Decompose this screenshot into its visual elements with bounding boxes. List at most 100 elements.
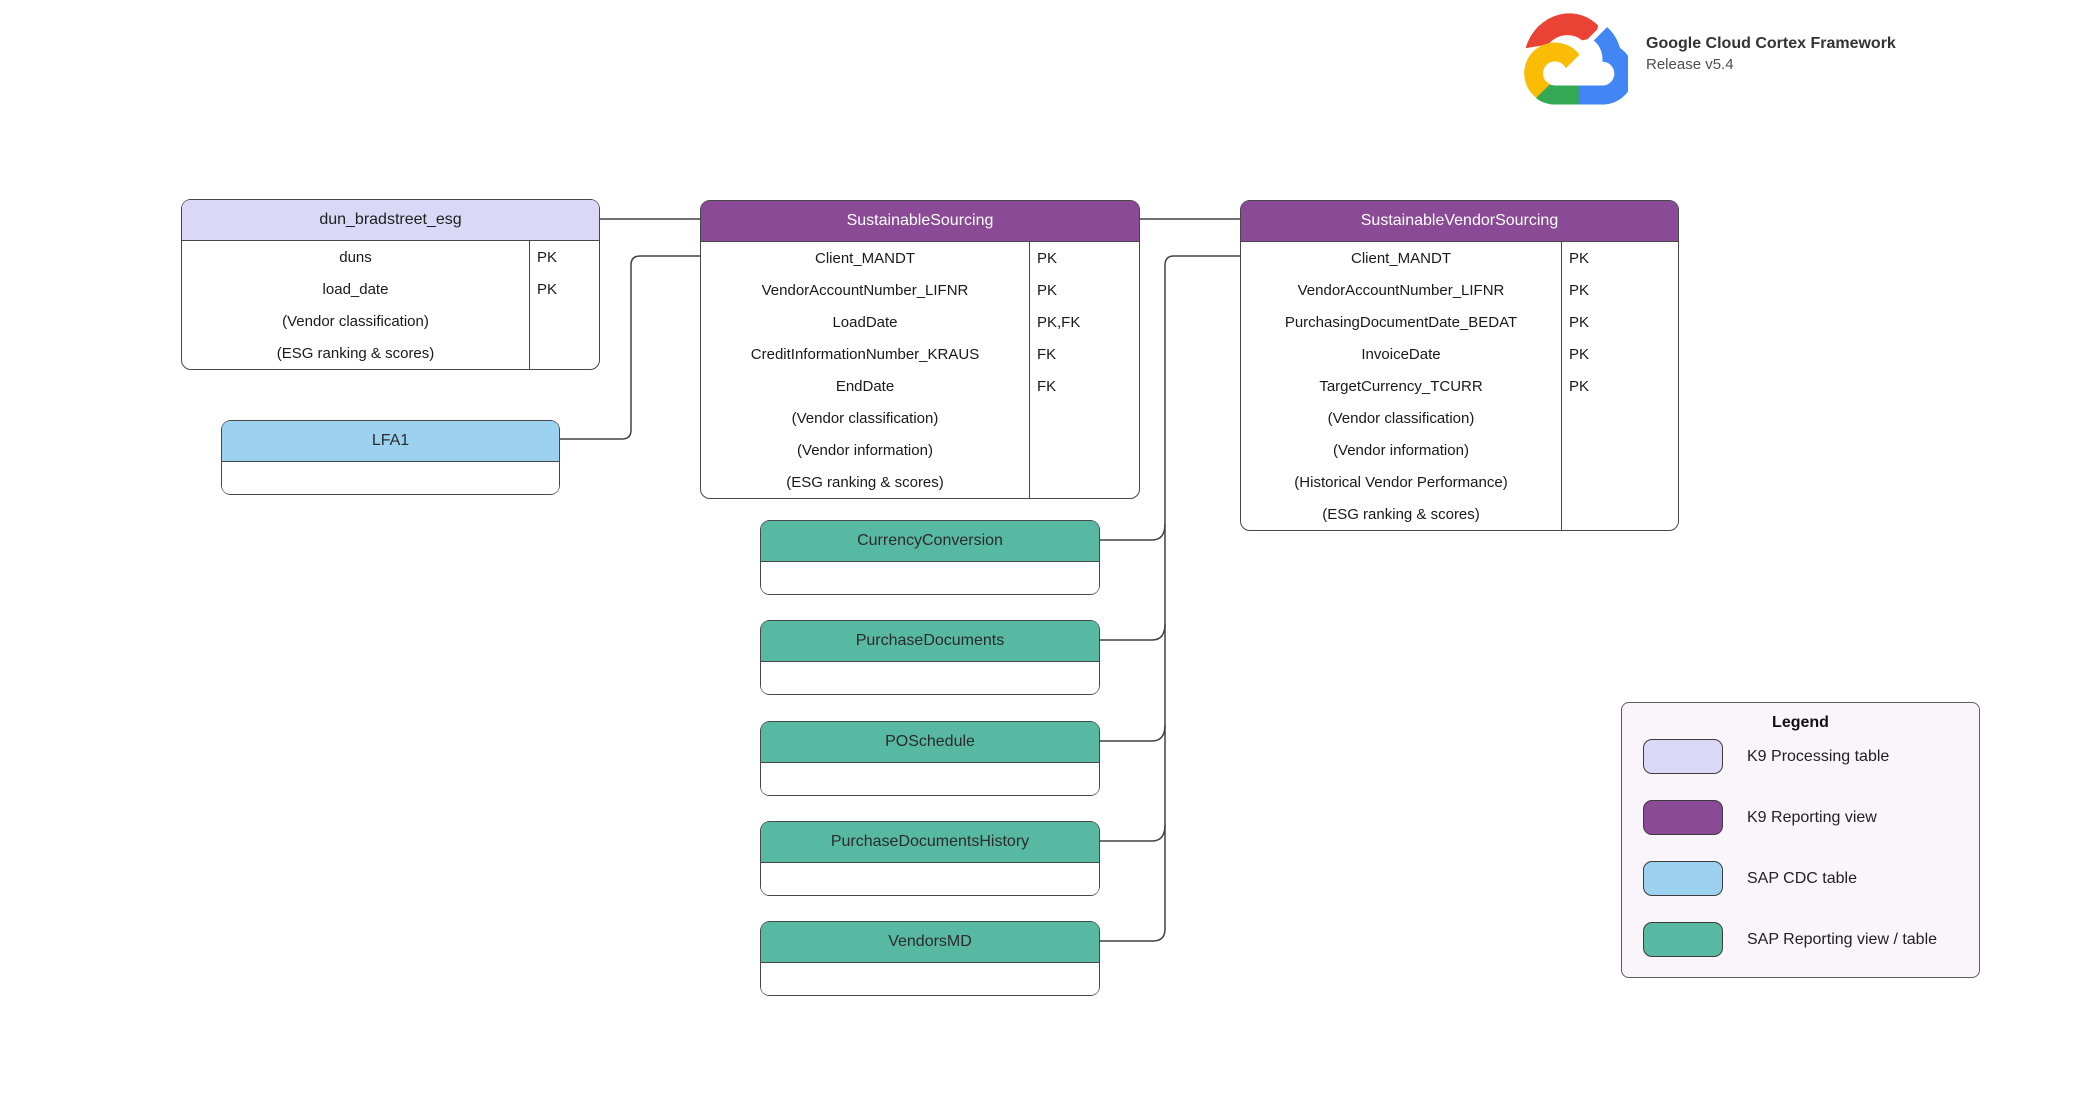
field-name: PurchasingDocumentDate_BEDAT (1284, 313, 1518, 331)
legend-item: SAP CDC table (1643, 861, 1979, 896)
table-header: CurrencyConversion (761, 521, 1099, 562)
field-name: (Vendor information) (1333, 441, 1469, 459)
table-row: (Vendor information) (701, 434, 1139, 466)
legend-item: K9 Processing table (1643, 739, 1979, 774)
table-row: LoadDate PK,FK (701, 306, 1139, 338)
key-flag (1029, 402, 1139, 434)
field-name: (Vendor classification) (282, 312, 429, 330)
field-name: (Vendor information) (797, 441, 933, 459)
field-name: (ESG ranking & scores) (786, 473, 944, 491)
key-flag: PK,FK (1029, 306, 1139, 338)
table-row: (Vendor classification) (1241, 402, 1678, 434)
brand-release-version: Release v5.4 (1646, 55, 1734, 73)
table-header: SustainableVendorSourcing (1241, 201, 1678, 242)
key-flag: PK (1561, 242, 1678, 274)
key-flag: PK (529, 241, 599, 273)
table-header: SustainableSourcing (701, 201, 1139, 242)
table-dun-bradstreet-esg: dun_bradstreet_esg duns PK load_date PK … (181, 199, 600, 370)
table-header: PurchaseDocumentsHistory (761, 822, 1099, 863)
brand-title: Google Cloud Cortex Framework (1646, 34, 1896, 52)
table-body-empty (761, 562, 1099, 594)
table-sustainablevendorsourcing: SustainableVendorSourcing Client_MANDT P… (1240, 200, 1679, 531)
table-title: LFA1 (371, 432, 410, 449)
table-title: SustainableVendorSourcing (1360, 212, 1559, 229)
table-header: LFA1 (222, 421, 559, 462)
table-row: (Vendor classification) (182, 305, 599, 337)
key-flag: PK (1029, 274, 1139, 306)
field-name: duns (339, 248, 372, 266)
legend-rows: K9 Processing table K9 Reporting view SA… (1622, 739, 1979, 957)
table-row: (Historical Vendor Performance) (1241, 466, 1678, 498)
legend-title: Legend (1772, 714, 1829, 731)
legend-item: SAP Reporting view / table (1643, 922, 1979, 957)
table-row: (Vendor classification) (701, 402, 1139, 434)
field-name: TargetCurrency_TCURR (1319, 377, 1483, 395)
table-body-empty (761, 763, 1099, 795)
table-row: Client_MANDT PK (701, 242, 1139, 274)
table-title: POSchedule (885, 733, 975, 750)
connector-trunk-to-vendorsmd (1100, 255, 1240, 942)
field-name: VendorAccountNumber_LIFNR (1297, 281, 1505, 299)
table-row: CreditInformationNumber_KRAUS FK (701, 338, 1139, 370)
field-name: EndDate (835, 377, 895, 395)
key-flag: FK (1029, 370, 1139, 402)
table-row: (Vendor information) (1241, 434, 1678, 466)
field-name: (Vendor classification) (1327, 409, 1475, 427)
key-flag: PK (1561, 338, 1678, 370)
table-row: (ESG ranking & scores) (182, 337, 599, 369)
table-row: TargetCurrency_TCURR PK (1241, 370, 1678, 402)
field-name: (ESG ranking & scores) (276, 344, 435, 362)
field-name: (Historical Vendor Performance) (1294, 473, 1508, 491)
table-body-empty (761, 963, 1099, 995)
key-flag: PK (529, 273, 599, 305)
table-header: dun_bradstreet_esg (182, 200, 599, 241)
table-row: InvoiceDate PK (1241, 338, 1678, 370)
table-title: CurrencyConversion (857, 532, 1003, 549)
legend-label: SAP CDC table (1747, 869, 1857, 887)
table-body-empty (761, 863, 1099, 895)
table-currencyconversion: CurrencyConversion (760, 520, 1100, 595)
legend: Legend K9 Processing table K9 Reporting … (1621, 702, 1980, 978)
key-flag: PK (1561, 370, 1678, 402)
table-title: dun_bradstreet_esg (319, 211, 462, 228)
field-name: (Vendor classification) (791, 409, 939, 427)
table-body: duns PK load_date PK (Vendor classificat… (182, 241, 599, 369)
key-flag (1029, 434, 1139, 466)
table-row: Client_MANDT PK (1241, 242, 1678, 274)
table-purchasedocuments: PurchaseDocuments (760, 620, 1100, 695)
table-body: Client_MANDT PK VendorAccountNumber_LIFN… (701, 242, 1139, 498)
table-vendorsmd: VendorsMD (760, 921, 1100, 996)
field-name: VendorAccountNumber_LIFNR (761, 281, 969, 299)
legend-swatch-sap-cdc-table (1643, 861, 1723, 896)
connector-purchasedocuments (1100, 623, 1166, 641)
key-flag: PK (1029, 242, 1139, 274)
connector-currencyconversion (1100, 523, 1166, 541)
table-lfa1: LFA1 (221, 420, 560, 495)
key-flag (1561, 402, 1678, 434)
table-title: PurchaseDocumentsHistory (830, 833, 1030, 850)
connector-purchasedocumentshistory (1100, 824, 1166, 842)
key-flag (1029, 466, 1139, 498)
table-header: POSchedule (761, 722, 1099, 763)
table-row: VendorAccountNumber_LIFNR PK (701, 274, 1139, 306)
field-name: LoadDate (832, 313, 898, 331)
legend-label: K9 Processing table (1747, 747, 1890, 765)
table-body: Client_MANDT PK VendorAccountNumber_LIFN… (1241, 242, 1678, 530)
key-flag (1561, 466, 1678, 498)
table-title: SustainableSourcing (846, 212, 994, 229)
table-row: load_date PK (182, 273, 599, 305)
legend-swatch-sap-reporting-view-table (1643, 922, 1723, 957)
table-body-empty (222, 462, 559, 494)
table-row: EndDate FK (701, 370, 1139, 402)
key-flag: PK (1561, 274, 1678, 306)
legend-swatch-k9-processing-table (1643, 739, 1723, 774)
legend-item: K9 Reporting view (1643, 800, 1979, 835)
google-cloud-logo (1524, 13, 1628, 105)
key-flag: FK (1029, 338, 1139, 370)
key-flag (1561, 434, 1678, 466)
table-header: PurchaseDocuments (761, 621, 1099, 662)
field-name: Client_MANDT (1350, 249, 1452, 267)
field-name: load_date (322, 280, 389, 298)
